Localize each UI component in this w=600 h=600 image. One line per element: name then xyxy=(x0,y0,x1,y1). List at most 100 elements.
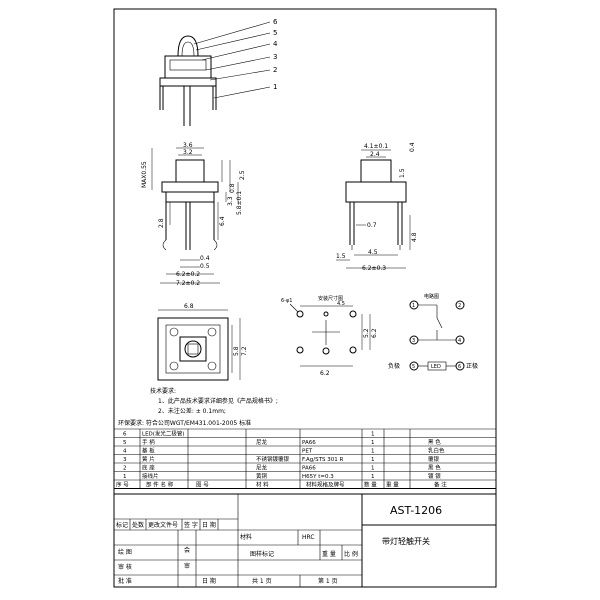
technical-notes: 技术要求: 1、此产品技术要求详细参见《产品规格书》; 2、未注公差: ± 0.… xyxy=(118,387,278,427)
rev-header-mark: 标记 xyxy=(116,521,128,529)
bom-row-remark: 镀 银 xyxy=(428,472,441,480)
install-title: 安装尺寸图 xyxy=(318,295,343,302)
install-hole xyxy=(349,346,357,354)
env-requirement: 环保要求: 符合公司WGT/EM431.001-2005 标准 xyxy=(118,419,251,427)
bom-row-qty: 1 xyxy=(371,465,375,471)
pin-3-label: 3 xyxy=(412,338,415,344)
bom-row-material: 不锈钢镀覆银 xyxy=(256,455,290,463)
bom-row-material: 尼龙 xyxy=(256,463,268,471)
bom-header-material: 材 料 xyxy=(256,480,269,488)
total-sheets: 共 1 页 xyxy=(252,577,272,585)
install-hole xyxy=(349,310,357,318)
bom-header-qty: 数 量 xyxy=(364,480,377,488)
install-dim-r2: 6.2 xyxy=(371,328,378,338)
front-dim-b3: 6.2±0.3 xyxy=(362,265,386,272)
pin-2 xyxy=(455,300,465,310)
front-dim-t1: 4.1±0.1 xyxy=(364,143,388,150)
front-dim-b1: 4.5 xyxy=(368,249,378,256)
install-dim-r1: 5.2 xyxy=(363,328,370,338)
title-block: AST-1206 带灯轻触开关 标记 处数 更改文件号 签 字 日 期 材料 H… xyxy=(114,493,496,587)
callout-1: 1 xyxy=(273,83,277,91)
side-dim-max: MAX0.55 xyxy=(141,161,148,188)
bom-row-qty: 1 xyxy=(371,448,375,454)
draw-label: 绘 图 xyxy=(118,548,132,556)
bom-row-no: 4 xyxy=(123,448,127,454)
install-hole-label: 6-φ1 xyxy=(281,298,292,304)
bom-row-name: LED(发光二极管) xyxy=(142,429,185,437)
side-dim-b3: 6.2±0.2 xyxy=(176,271,200,278)
pin-2-label: 2 xyxy=(458,303,461,309)
pin-6-label: 6 xyxy=(458,364,461,370)
bom-row-remark: 黑 色 xyxy=(428,438,441,446)
circuit-title: 电路图 xyxy=(424,293,439,300)
front-dim-r1: 0.4 xyxy=(409,142,416,152)
bom-row-material: 尼龙 xyxy=(256,438,268,446)
hrc-label: HRC xyxy=(302,534,315,541)
pin-1-label: 1 xyxy=(412,303,415,309)
side-dim-r4: 5.8±0.1 xyxy=(236,191,243,215)
sample-mark-label: 图样标记 xyxy=(250,550,274,558)
part-number: AST-1206 xyxy=(390,504,442,517)
side-dim-l1: 2.8 xyxy=(158,218,165,228)
side-dim-r5: 6.4 xyxy=(219,216,226,226)
bom-row-qty: 1 xyxy=(371,457,375,463)
side-dim-r2: 0.8 xyxy=(229,183,236,193)
side-dim-top2: 3.2 xyxy=(183,149,193,156)
bom-header-no: 序 号 xyxy=(116,480,129,488)
bom-row-material: 黄铜 xyxy=(256,472,268,480)
bom-row-no: 3 xyxy=(123,457,127,463)
install-hole xyxy=(323,311,329,317)
side-dim-r1: 2.5 xyxy=(239,170,246,180)
countersign-label: 会 xyxy=(184,546,190,554)
side-dim-b1: 0.4 xyxy=(200,255,210,262)
bom-row-no: 1 xyxy=(123,474,127,480)
front-dim-r3: 4.8 xyxy=(411,232,418,242)
countersign-label-2: 审 xyxy=(184,562,190,570)
top-dim-r2: 7.2 xyxy=(241,346,248,356)
bom-row-spec: F.Ag/STS 301 R xyxy=(302,457,343,463)
rev-header-count: 处数 xyxy=(132,521,144,529)
bom-row-name: 手 柄 xyxy=(142,438,155,446)
front-dim-m1: 0.7 xyxy=(367,222,377,229)
front-dim-b2: 1.5 xyxy=(336,253,346,260)
side-dim-b2: 0.5 xyxy=(200,263,210,270)
sheet-number: 第 1 页 xyxy=(318,577,338,585)
bom-row-name: 簧 片 xyxy=(142,455,155,463)
notes-item-2: 2、未注公差: ± 0.1mm; xyxy=(158,407,226,415)
side-dim-r3: 3.3 xyxy=(227,196,234,206)
notes-item-1: 1、此产品技术要求详细参见《产品规格书》; xyxy=(158,397,278,405)
front-dim-r2: 1.5 xyxy=(399,168,406,178)
top-dim-t: 6.8 xyxy=(184,303,194,310)
bom-row-remark: 黑 色 xyxy=(428,463,441,471)
callout-4: 4 xyxy=(273,40,278,48)
bom-row-spec: PA66 xyxy=(302,465,316,471)
callout-5: 5 xyxy=(273,29,277,37)
bom-row-spec: H65Y t=0.3 xyxy=(302,474,334,480)
bom-row-no: 6 xyxy=(123,431,127,437)
front-dim-t2: 2.4 xyxy=(370,151,380,158)
led-dome xyxy=(177,35,199,57)
bom-row-remark: 覆银 xyxy=(428,455,440,463)
notes-title: 技术要求: xyxy=(150,387,176,395)
bom-header-code: 图 号 xyxy=(196,480,209,488)
part-name: 带灯轻触开关 xyxy=(382,536,430,546)
bom-row-no: 2 xyxy=(123,465,127,471)
approve-label: 批 准 xyxy=(118,577,132,585)
bom-row-name: 接线片 xyxy=(142,472,159,480)
pin-4-label: 4 xyxy=(458,338,461,344)
day-label: 日 期 xyxy=(202,577,216,585)
negative-label: 负极 xyxy=(388,362,400,370)
material-label: 材料 xyxy=(240,533,252,541)
install-hole xyxy=(296,346,304,354)
side-dim-b4: 7.2±0.2 xyxy=(176,280,200,287)
bom-row-no: 5 xyxy=(123,440,127,446)
bom-row-remark: 乳白色 xyxy=(428,446,445,454)
callout-6: 6 xyxy=(273,18,278,26)
bom-row-qty: 1 xyxy=(371,440,375,446)
front-view: 4.1±0.1 2.4 0.4 1.5 0.7 4.8 4.5 1.5 6.2±… xyxy=(336,142,418,272)
callout-3: 3 xyxy=(273,53,277,61)
led-label: LED xyxy=(431,364,441,370)
assembly-view: 6 5 4 3 2 1 xyxy=(159,18,278,126)
